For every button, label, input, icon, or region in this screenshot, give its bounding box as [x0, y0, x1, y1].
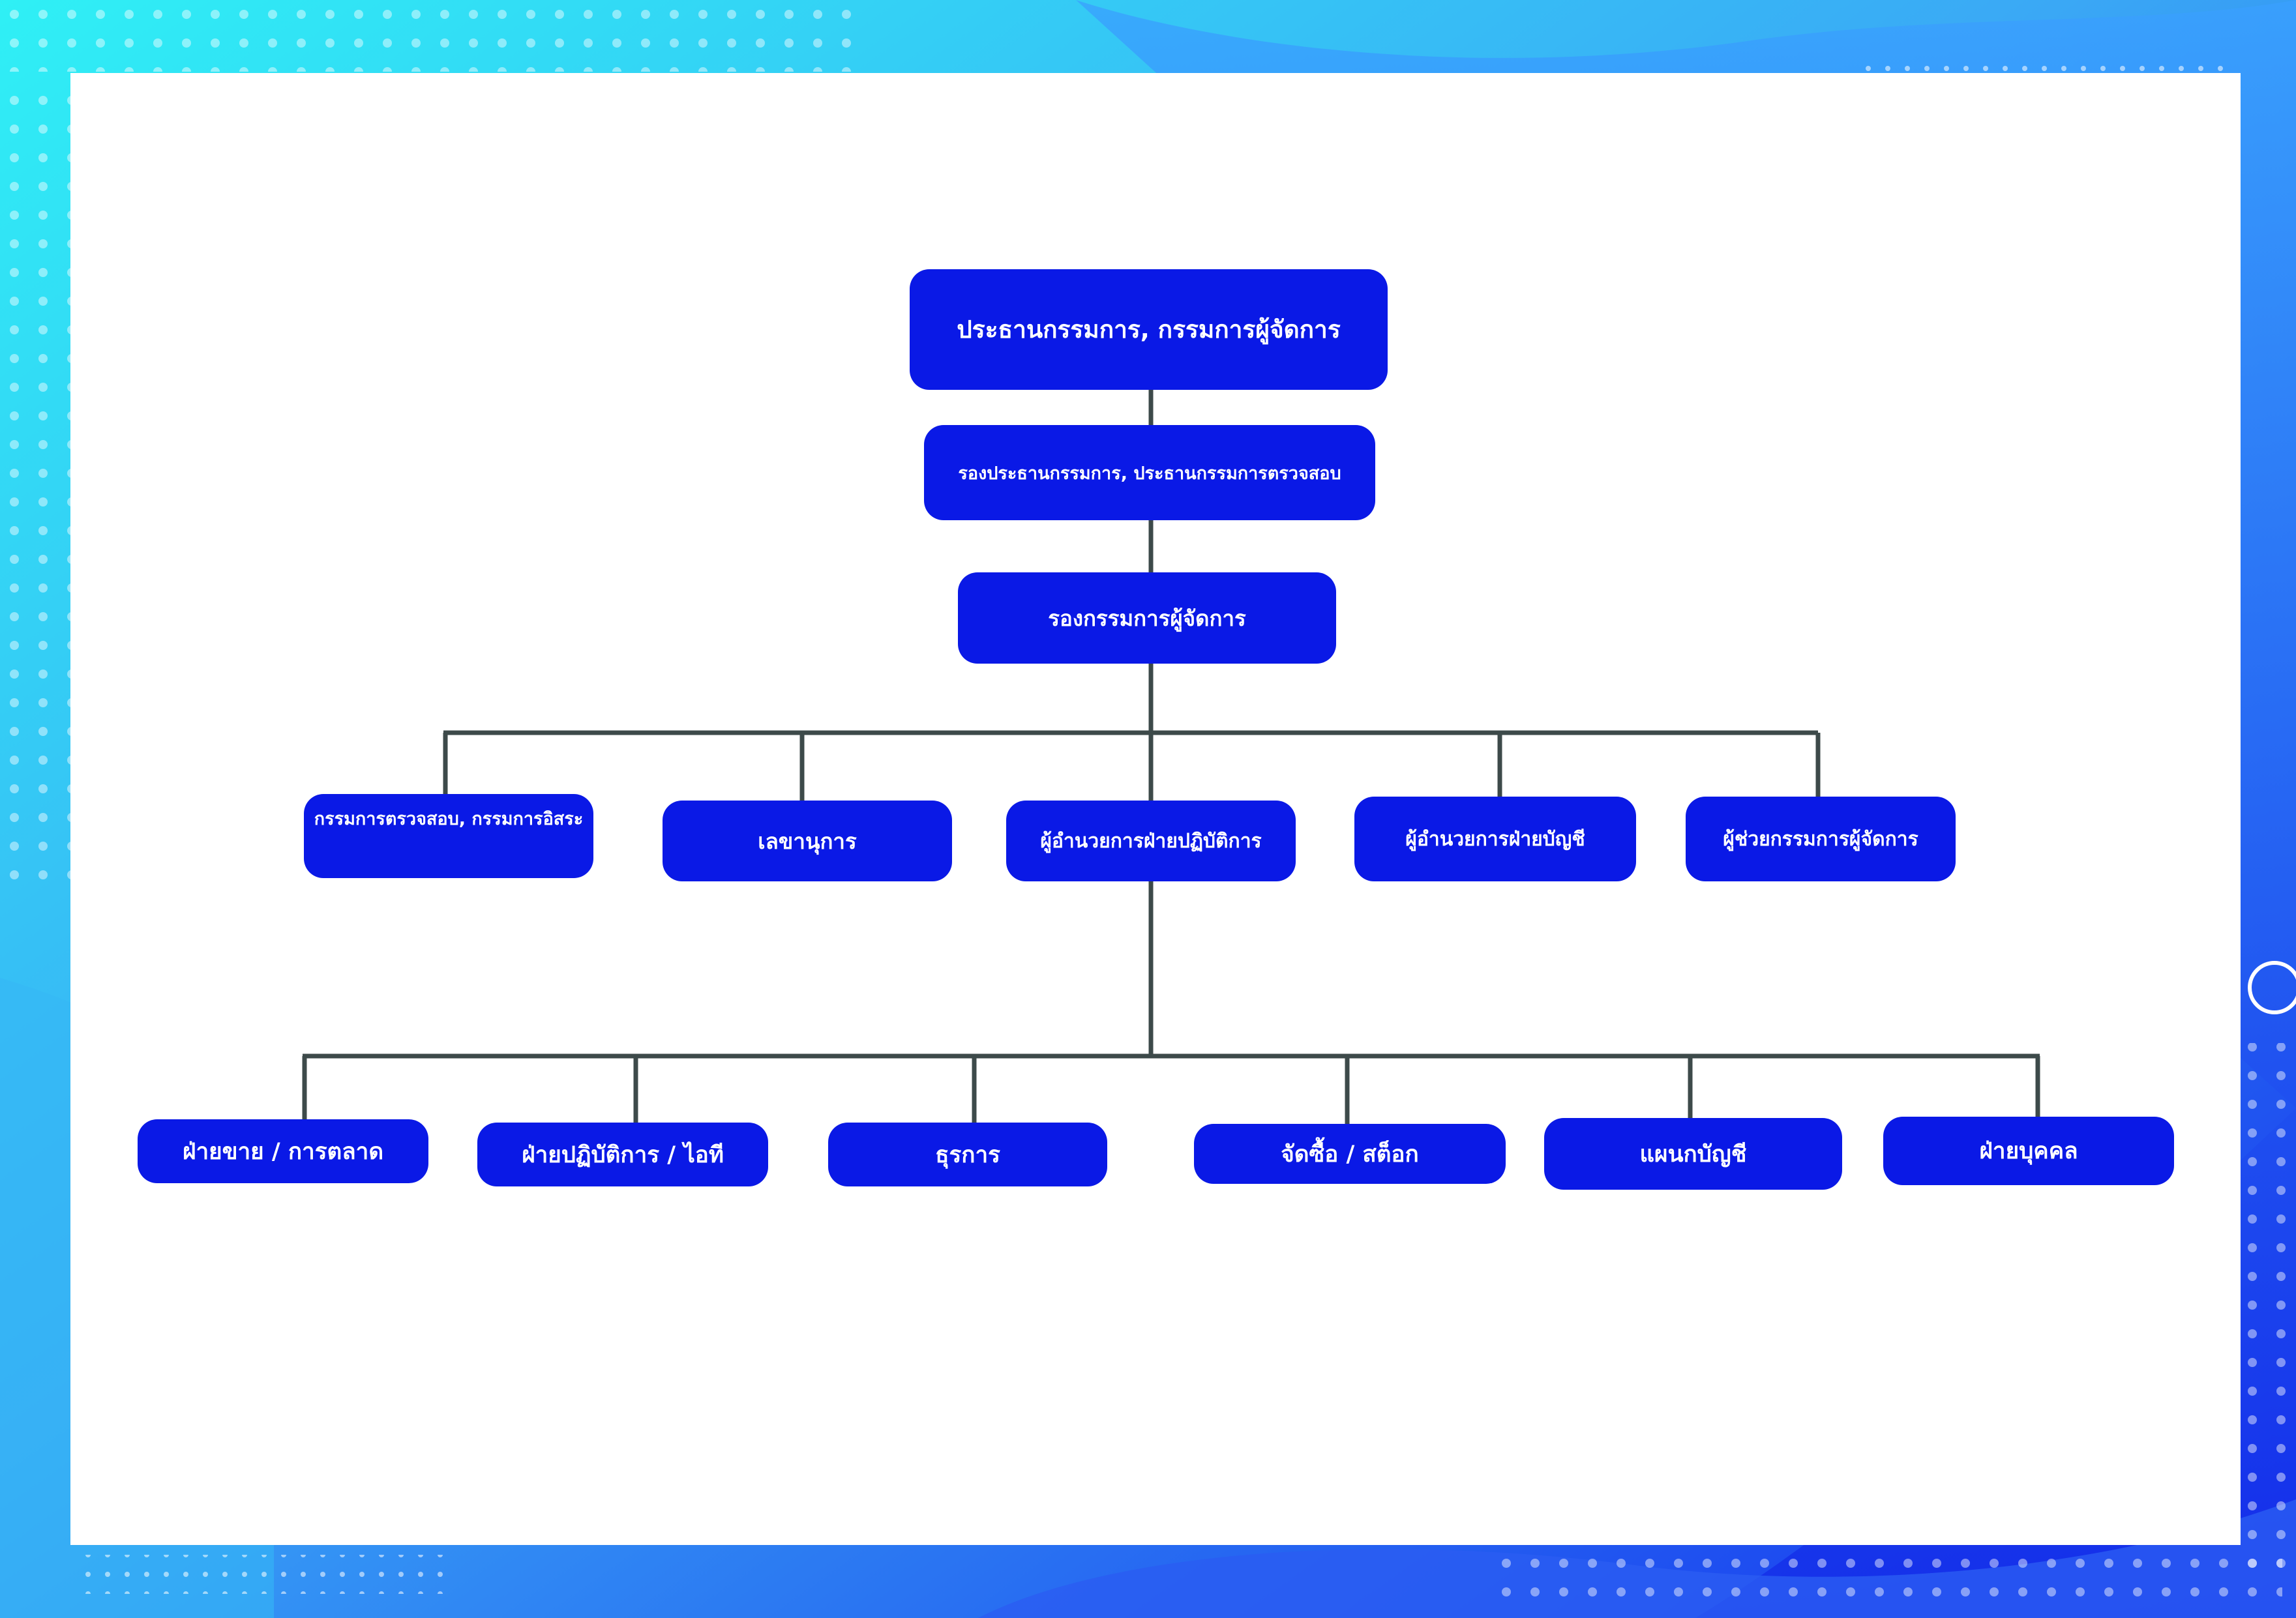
node-chairman: ประธานกรรมการ, กรรมการผู้จัดการ — [910, 269, 1388, 390]
node-deputy-md: รองกรรมการผู้จัดการ — [958, 572, 1336, 664]
node-accounting-dept-label: แผนกบัญชี — [1639, 1141, 1747, 1168]
node-chairman-label: ประธานกรรมการ, กรรมการผู้จัดการ — [957, 316, 1341, 344]
node-assistant-md: ผู้ช่วยกรรมการผู้จัดการ — [1686, 797, 1956, 881]
node-secretary-label: เลขานุการ — [758, 828, 857, 854]
node-operations-director: ผู้อำนวยการฝ่ายปฏิบัติการ — [1006, 801, 1296, 881]
node-purchasing-stock: จัดซื้อ / สต็อก — [1194, 1124, 1506, 1184]
node-hr-label: ฝ่ายบุคคล — [1979, 1138, 2078, 1164]
node-assistant-md-label: ผู้ช่วยกรรมการผู้จัดการ — [1723, 827, 1918, 851]
node-sales-marketing-label: ฝ่ายขาย / การตลาด — [182, 1138, 384, 1165]
node-operations-it-label: ฝ่ายปฏิบัติการ / ไอที — [522, 1141, 724, 1168]
node-secretary: เลขานุการ — [663, 801, 952, 881]
node-audit-committee: กรรมการตรวจสอบ, กรรมการอิสระ — [304, 794, 593, 878]
node-vice-chairman: รองประธานกรรมการ, ประธานกรรมการตรวจสอบ — [924, 425, 1375, 520]
node-audit-committee-label: กรรมการตรวจสอบ, กรรมการอิสระ — [314, 809, 584, 829]
node-accounting-dept: แผนกบัญชี — [1544, 1118, 1842, 1190]
node-purchasing-stock-label: จัดซื้อ / สต็อก — [1281, 1141, 1419, 1168]
node-deputy-md-label: รองกรรมการผู้จัดการ — [1048, 605, 1246, 631]
node-accounting-director: ผู้อำนวยการฝ่ายบัญชี — [1354, 797, 1636, 881]
node-accounting-director-label: ผู้อำนวยการฝ่ายบัญชี — [1405, 827, 1585, 851]
node-admin-label: ธุรการ — [935, 1141, 1000, 1168]
node-operations-it: ฝ่ายปฏิบัติการ / ไอที — [477, 1123, 768, 1186]
node-vice-chairman-label: รองประธานกรรมการ, ประธานกรรมการตรวจสอบ — [958, 463, 1341, 484]
node-operations-director-label: ผู้อำนวยการฝ่ายปฏิบัติการ — [1040, 829, 1262, 853]
node-hr: ฝ่ายบุคคล — [1883, 1117, 2174, 1185]
node-sales-marketing: ฝ่ายขาย / การตลาด — [138, 1119, 428, 1183]
node-admin: ธุรการ — [828, 1123, 1107, 1186]
